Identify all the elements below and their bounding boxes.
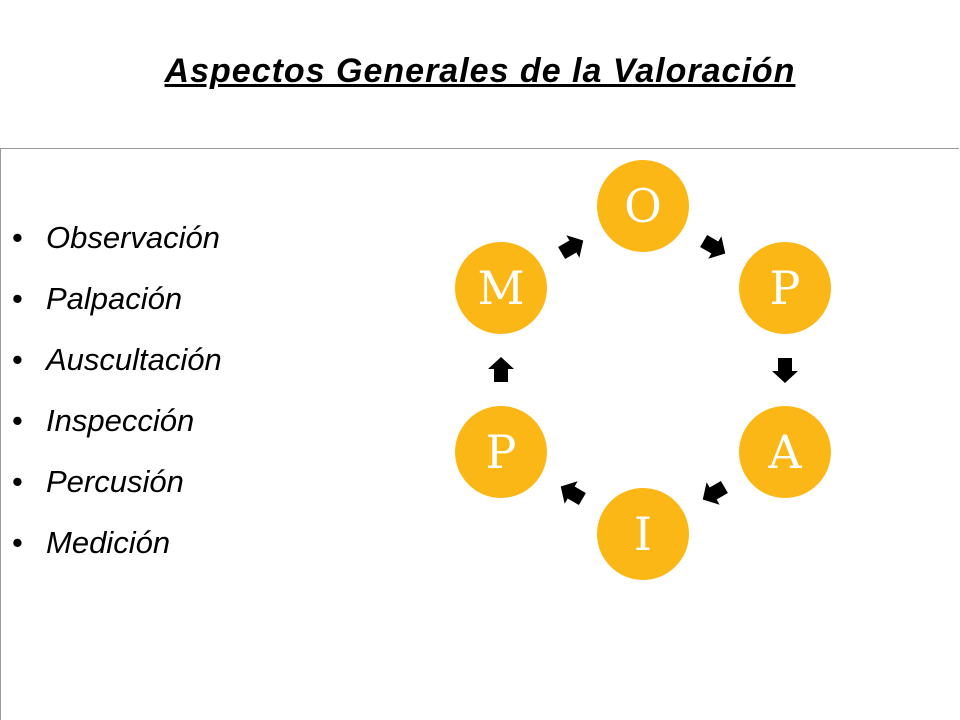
cycle-arrow-icon [700, 234, 726, 259]
bullet-dot-icon: • [12, 220, 23, 255]
bullet-dot-icon: • [12, 525, 23, 560]
content-panel [0, 148, 959, 720]
bullet-text: Inspección [46, 403, 195, 438]
cycle-arrow-icon [560, 481, 586, 506]
bullet-item: • Inspección [12, 401, 222, 462]
cycle-arrow-icon [702, 480, 728, 505]
bullet-item: • Medición [12, 523, 222, 584]
bullet-text: Auscultación [46, 342, 222, 377]
cycle-node-label: I [634, 507, 652, 561]
cycle-node-label: O [624, 179, 662, 233]
cycle-node-label: P [486, 425, 517, 479]
bullet-item: • Palpación [12, 279, 222, 340]
bullet-dot-icon: • [12, 403, 23, 438]
bullet-text: Observación [46, 220, 221, 255]
bullet-text: Percusión [46, 464, 184, 499]
cycle-node [597, 488, 689, 580]
cycle-node [739, 406, 831, 498]
bullet-list: • Observación • Palpación • Auscultación • I… [12, 218, 222, 584]
bullet-item: • Percusión [12, 462, 222, 523]
cycle-arrow-icon [558, 235, 584, 260]
bullet-item: • Observación [12, 218, 222, 279]
cycle-node-label: P [770, 261, 801, 315]
cycle-node-label: M [477, 261, 524, 315]
cycle-node [597, 160, 689, 252]
cycle-node [739, 242, 831, 334]
slide-title: Aspectos Generales de la Valoración [164, 52, 796, 90]
cycle-node [455, 406, 547, 498]
bullet-item: • Auscultación [12, 340, 222, 401]
bullet-dot-icon: • [12, 464, 23, 499]
cycle-arrow-icon [488, 357, 514, 382]
bullet-text: Medición [46, 525, 171, 560]
bullet-dot-icon: • [12, 342, 23, 377]
cycle-node-label: A [767, 425, 802, 479]
cycle-arrow-icon [772, 358, 798, 383]
bullet-dot-icon: • [12, 281, 23, 316]
bullet-text: Palpación [46, 281, 183, 316]
cycle-node [455, 242, 547, 334]
